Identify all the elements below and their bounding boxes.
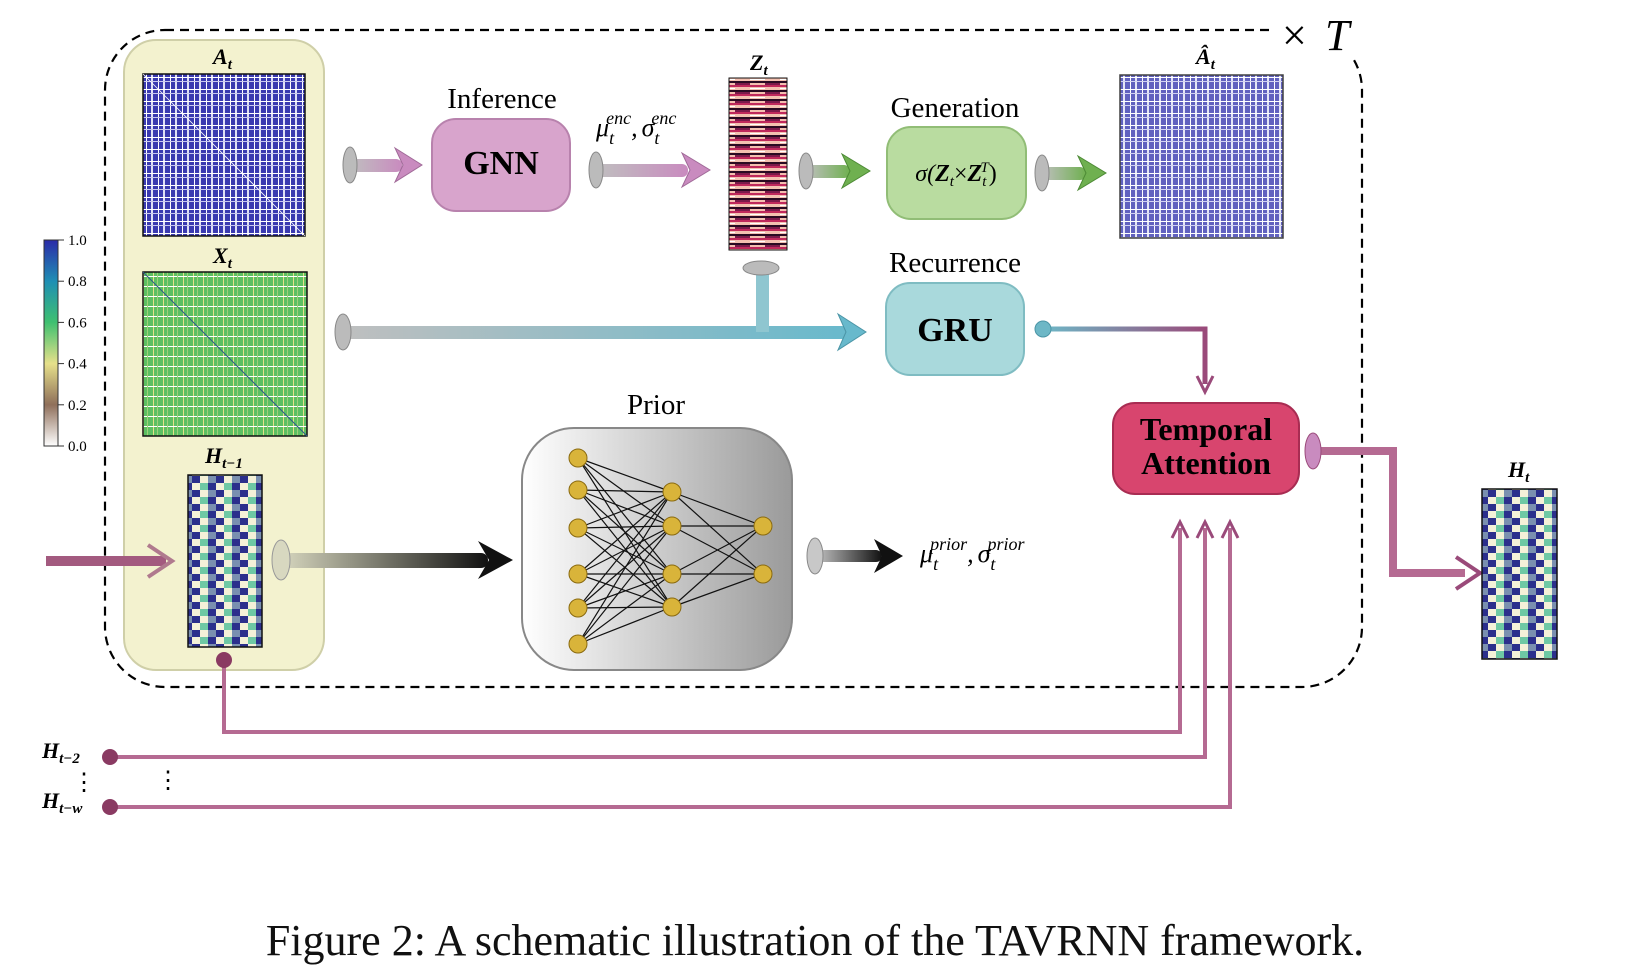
nn-node xyxy=(753,516,773,536)
prior-title: Prior xyxy=(627,389,685,421)
prior-block xyxy=(521,427,793,671)
attention-line2: Attention xyxy=(1141,445,1271,481)
feature-label: Xt xyxy=(212,243,233,272)
nn-edge xyxy=(577,573,673,609)
nn-edge xyxy=(671,491,764,527)
nn-edge xyxy=(671,525,764,575)
encoder-params: μtenc,σtenc xyxy=(595,108,676,148)
hidden-prev-matrix xyxy=(187,474,263,648)
arrow-attention-to-output xyxy=(1304,432,1484,591)
nn-node xyxy=(568,448,588,468)
colorbar: 1.0 0.8 0.6 0.4 0.2 0.0 xyxy=(43,233,87,455)
colorbar-tick-label: 1.0 xyxy=(68,233,87,249)
reconstructed-adjacency-label: Ât xyxy=(1194,44,1216,73)
nn-node xyxy=(662,597,682,617)
nn-edge xyxy=(577,489,673,527)
nn-node xyxy=(568,634,588,654)
nn-edge xyxy=(577,489,673,575)
nn-node xyxy=(568,564,588,584)
reconstructed-adjacency-matrix xyxy=(1119,74,1284,239)
nn-edge xyxy=(577,606,673,609)
nn-node xyxy=(568,480,588,500)
nn-edge xyxy=(671,573,764,608)
nn-node xyxy=(753,564,773,584)
arrow-hprev-to-prior xyxy=(271,539,513,581)
history-ellipsis-2: ⋮ xyxy=(156,768,180,794)
latent-label: Zt xyxy=(749,50,768,79)
attention-line1: Temporal xyxy=(1140,411,1272,447)
arrow-a-to-gnn xyxy=(342,146,423,184)
repeat-multiplier: × xyxy=(1282,11,1307,60)
colorbar-tick-label: 0.8 xyxy=(68,274,87,290)
hidden-prev-label: Ht−1 xyxy=(204,443,243,472)
repeat-frame xyxy=(103,28,1364,689)
colorbar-tick-label: 0.4 xyxy=(68,357,87,373)
generation-title: Generation xyxy=(891,92,1020,124)
arrow-gnn-to-z xyxy=(588,151,711,189)
generation-block xyxy=(886,126,1027,220)
colorbar-tick-label: 0.0 xyxy=(68,439,87,455)
nn-edge xyxy=(671,525,764,608)
nn-edge xyxy=(577,527,673,575)
arrow-gru-to-attention xyxy=(1034,320,1215,396)
temporal-attention-block xyxy=(1112,402,1300,495)
prior-network xyxy=(568,448,773,654)
hidden-output-matrix xyxy=(1481,488,1558,660)
gnn-block xyxy=(431,118,571,212)
history-ellipsis: ⋮ xyxy=(72,770,96,796)
history-label-tw: Ht−w xyxy=(41,788,83,817)
colorbar-tick-label: 0.2 xyxy=(68,398,87,414)
nn-edge xyxy=(577,573,673,645)
nn-edge xyxy=(577,491,673,575)
prior-params: μtprior,σtprior xyxy=(919,534,1025,574)
nn-edge xyxy=(577,525,673,529)
nn-edge xyxy=(577,457,673,493)
latent-matrix xyxy=(728,77,788,251)
hidden-output-label: Ht xyxy=(1507,457,1530,486)
colorbar-tick-label: 0.6 xyxy=(68,315,87,331)
arrow-generation-to-ahat xyxy=(1034,154,1107,192)
nn-node xyxy=(568,518,588,538)
nn-node xyxy=(662,516,682,536)
nn-edge xyxy=(671,491,764,575)
nn-edge xyxy=(577,457,673,575)
recurrence-title: Recurrence xyxy=(889,247,1021,279)
nn-edge xyxy=(577,489,673,493)
nn-edge xyxy=(577,491,673,645)
history-label-t2: Ht−2 xyxy=(41,738,80,767)
nn-node xyxy=(568,598,588,618)
arrow-input-to-hprev xyxy=(46,543,176,579)
history-connections xyxy=(110,528,1232,809)
repeat-variable: T xyxy=(1325,11,1353,60)
gru-label: GRU xyxy=(917,312,993,349)
nn-edge xyxy=(577,489,673,608)
nn-edge xyxy=(577,457,673,527)
nn-edge xyxy=(577,491,673,609)
gru-block xyxy=(885,282,1025,376)
nn-edge xyxy=(577,491,673,529)
adjacency-label: At xyxy=(211,44,233,73)
nn-edge xyxy=(577,606,673,645)
inference-title: Inference xyxy=(447,83,556,115)
figure-caption: Figure 2: A schematic illustration of th… xyxy=(265,916,1365,965)
arrow-z-to-generation xyxy=(798,152,871,190)
generation-formula: σ(Zt×ZtT) xyxy=(915,160,996,190)
nn-edge xyxy=(577,525,673,645)
arrow-prior-out xyxy=(806,537,903,575)
arrow-x-to-gru xyxy=(334,260,867,352)
nn-node xyxy=(662,482,682,502)
nn-node xyxy=(662,564,682,584)
gnn-label: GNN xyxy=(463,145,539,182)
